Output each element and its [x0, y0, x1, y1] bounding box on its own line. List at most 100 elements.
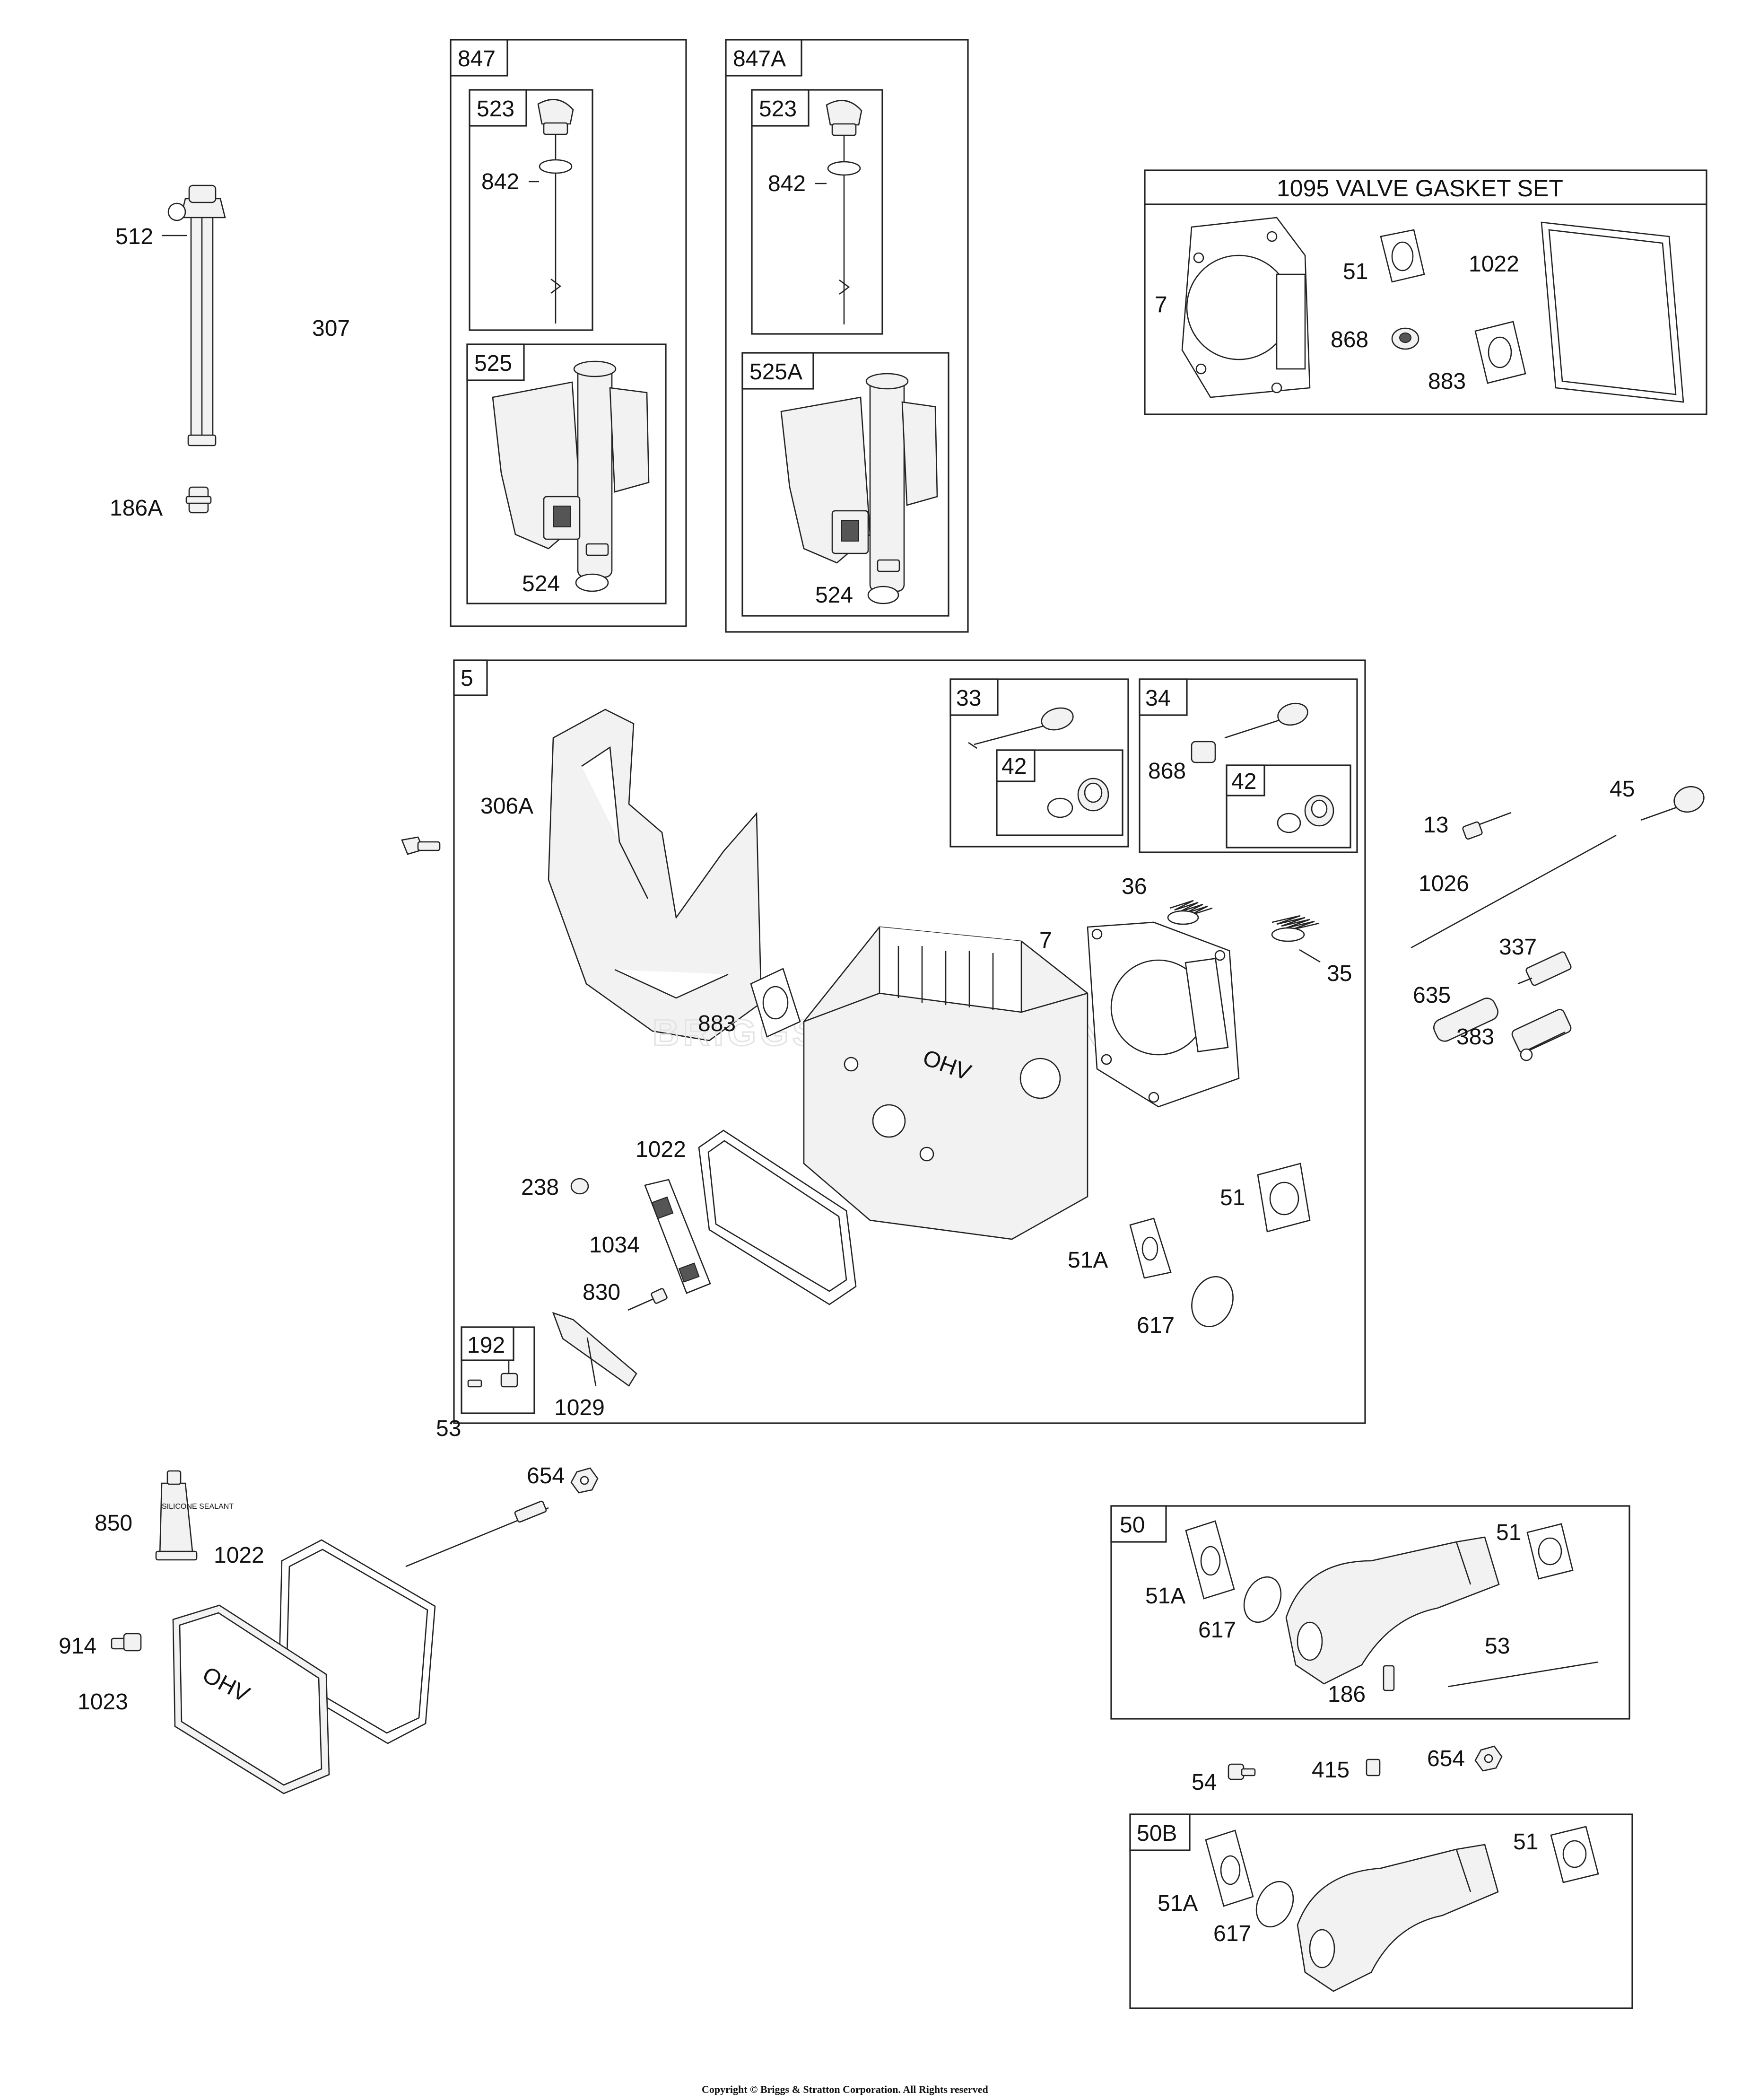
oil-fill-tube-icon — [780, 373, 938, 592]
label-36: 36 — [1122, 874, 1147, 899]
o-ring-524 — [867, 586, 899, 604]
label-33: 33 — [956, 686, 981, 711]
label-238: 238 — [521, 1175, 559, 1200]
gasket-51A-icon — [1205, 1829, 1254, 1907]
group-50-tag: 50 — [1120, 1513, 1145, 1538]
label-654-right: 654 — [1427, 1746, 1465, 1771]
label-383: 383 — [1456, 1024, 1494, 1050]
label-847A-842: 842 — [768, 171, 806, 196]
gasket-883-icon — [1474, 321, 1526, 384]
label-635: 635 — [1413, 983, 1451, 1008]
label-1034: 1034 — [589, 1233, 640, 1258]
label-13: 13 — [1423, 813, 1448, 838]
label-1095-883: 883 — [1428, 369, 1466, 394]
group-847A-frame — [725, 39, 969, 633]
nut-icon — [1474, 1745, 1503, 1772]
rocker-cover-icon: OHV — [172, 1604, 330, 1794]
group-5-frame — [453, 659, 1366, 1424]
valve-icon — [1640, 786, 1705, 821]
stud-icon — [1447, 1661, 1599, 1688]
label-45: 45 — [1610, 777, 1635, 802]
o-ring-617-icon — [1191, 1276, 1234, 1328]
dipstick-tube-512 — [162, 184, 226, 446]
label-847A-523: 523 — [759, 96, 797, 122]
label-512: 512 — [115, 224, 153, 249]
label-914: 914 — [59, 1634, 96, 1659]
group-847A-tag: 847A — [733, 46, 786, 71]
label-1095-51: 51 — [1343, 259, 1368, 284]
label-842: 842 — [481, 169, 519, 194]
fitting-186-icon — [1383, 1665, 1395, 1691]
bolt-icon — [1462, 812, 1512, 840]
push-rod-icon — [1411, 834, 1617, 949]
label-50-51A: 51A — [1145, 1584, 1185, 1609]
intake-manifold-icon — [1297, 1844, 1499, 1992]
label-51A: 51A — [1068, 1248, 1108, 1273]
group-50-frame — [1110, 1505, 1630, 1720]
group-1095-frame — [1144, 169, 1707, 415]
label-523: 523 — [477, 96, 514, 122]
label-54: 54 — [1192, 1770, 1217, 1795]
label-306A: 306A — [480, 794, 533, 819]
sealant-tube-text: SILICONE SEALANT — [162, 1503, 234, 1511]
rocker-383-icon — [1511, 1009, 1572, 1061]
cylinder-head-icon: OHV — [803, 926, 1088, 1240]
gasket-51-icon — [1380, 229, 1425, 283]
gasket-51A-icon — [1185, 1520, 1235, 1600]
label-307: 307 — [312, 316, 350, 341]
label-1095-1022: 1022 — [1469, 252, 1519, 277]
label-850: 850 — [95, 1511, 132, 1536]
label-53: 53 — [436, 1416, 461, 1441]
breather-1034-icon — [644, 1179, 711, 1294]
pin-635-icon — [1433, 998, 1498, 1042]
dipstick-icon — [537, 99, 574, 324]
label-525A: 525A — [749, 359, 802, 385]
label-1095-868: 868 — [1331, 327, 1368, 352]
o-ring-617-icon — [1255, 1881, 1294, 1928]
sealant-tube-icon: SILICONE SEALANT — [155, 1470, 234, 1561]
group-847-tag: 847 — [458, 46, 496, 71]
label-51: 51 — [1220, 1185, 1245, 1210]
gasket-51-icon — [1550, 1826, 1599, 1883]
gasket-51-icon — [1526, 1523, 1574, 1580]
oil-fill-tube-icon — [492, 360, 650, 578]
label-1026: 1026 — [1419, 871, 1469, 896]
label-617: 617 — [1137, 1313, 1175, 1338]
label-33-42: 42 — [1001, 754, 1027, 779]
label-50-186: 186 — [1328, 1682, 1366, 1707]
group-1095-title: 1095 VALVE GASKET SET — [1277, 175, 1563, 201]
valve-seal-868-icon — [1391, 327, 1419, 350]
label-50B-51A: 51A — [1158, 1891, 1198, 1916]
label-1095-7: 7 — [1155, 292, 1167, 317]
label-1029: 1029 — [554, 1395, 605, 1420]
label-1022: 1022 — [636, 1137, 686, 1162]
group-847-frame — [450, 39, 687, 627]
label-1022-lower: 1022 — [214, 1543, 264, 1568]
spring-icon — [1271, 915, 1320, 942]
bolt-icon — [627, 1288, 668, 1311]
spark-plug-icon — [1517, 951, 1572, 986]
sub-525A-frame — [741, 352, 949, 617]
label-337: 337 — [1499, 935, 1537, 960]
label-1023: 1023 — [78, 1689, 128, 1715]
group-34-frame — [1139, 678, 1358, 853]
group-5-tag: 5 — [461, 666, 473, 691]
cover-gasket-1022-icon — [698, 1129, 857, 1305]
o-ring-524 — [575, 573, 609, 592]
head-gasket-icon — [1087, 921, 1240, 1108]
label-654: 654 — [527, 1463, 565, 1488]
dipstick-icon — [826, 100, 862, 324]
label-192: 192 — [467, 1333, 505, 1358]
group-50B-frame — [1129, 1813, 1633, 2009]
label-830: 830 — [583, 1280, 620, 1305]
label-35: 35 — [1327, 961, 1352, 986]
intake-manifold-icon — [1285, 1536, 1500, 1685]
bolt-icon — [1228, 1763, 1256, 1780]
air-guide-306A-icon — [548, 709, 762, 1041]
label-7: 7 — [1039, 928, 1052, 953]
nut-icon — [570, 1467, 599, 1494]
spring-icon — [1167, 900, 1213, 925]
breather-cover-1029-icon — [552, 1312, 637, 1387]
label-50-617: 617 — [1198, 1618, 1236, 1643]
